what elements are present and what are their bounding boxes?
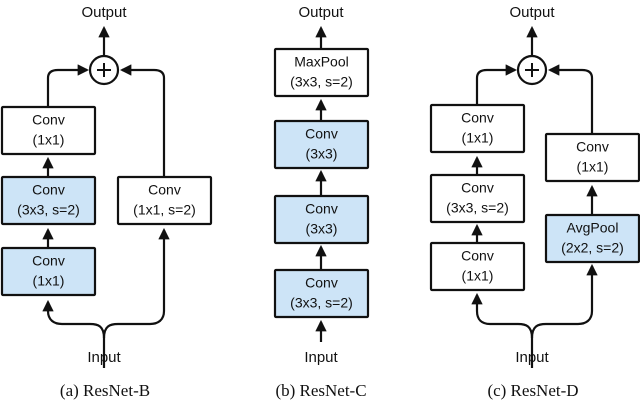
block-c-conv-1x1-top-rect[interactable] [429,103,526,154]
panel-a-input-label: Input [87,349,121,366]
block-b-conv-3x3-s2[interactable]: Conv (3x3, s=2) [273,268,370,319]
panel-b-output-label: Output [298,4,344,21]
block-c-shortcut-avgpool-2x2-s2[interactable]: AvgPool (2x2, s=2) [544,213,640,264]
block-c-conv-1x1-bottom-rect[interactable] [429,241,526,292]
block-a-conv-1x1-top-rect[interactable] [0,105,97,156]
block-a-shortcut-conv-1x1-s2-line2: (1x1, s=2) [133,202,196,218]
panel-c-resnet-d: Conv (1x1) Conv (3x3, s=2) Conv (1x1) Co… [429,4,640,400]
block-c-shortcut-avgpool-2x2-s2-line2: (2x2, s=2) [561,240,624,256]
block-a-conv-3x3-s2[interactable]: Conv (3x3, s=2) [0,175,97,226]
block-c-shortcut-conv-1x1-line2: (1x1) [577,159,609,175]
block-a-shortcut-conv-1x1-s2-line1: Conv [148,182,181,198]
block-b-conv-3x3-top-line1: Conv [305,126,338,142]
block-b-maxpool-3x3-s2-line2: (3x3, s=2) [290,74,353,90]
block-b-conv-3x3-middle-line1: Conv [305,201,338,217]
panel-c-output-label: Output [509,4,555,21]
panel-a-output-label: Output [81,4,127,21]
panel-a-resnet-b: Conv (1x1) Conv (3x3, s=2) Conv (1x1) Co… [0,4,213,400]
block-b-conv-3x3-top[interactable]: Conv (3x3) [273,119,370,170]
panel-a-caption: (a) ResNet-B [60,381,150,400]
block-b-conv-3x3-top-line2: (3x3) [306,146,338,162]
block-a-conv-1x1-bottom-line2: (1x1) [33,273,65,289]
edge-a-shortcut-to-sum [119,64,166,177]
block-b-maxpool-3x3-s2-line1: MaxPool [294,54,348,70]
block-c-shortcut-conv-1x1-rect[interactable] [544,132,640,183]
block-a-conv-1x1-bottom[interactable]: Conv (1x1) [0,246,97,297]
block-b-conv-3x3-middle-rect[interactable] [273,194,370,245]
sum-node-c [516,54,548,86]
block-b-conv-3x3-top-rect[interactable] [273,119,370,170]
block-b-conv-3x3-middle[interactable]: Conv (3x3) [273,194,370,245]
block-c-shortcut-avgpool-2x2-s2-line1: AvgPool [567,220,619,236]
panel-b-resnet-c: MaxPool (3x3, s=2) Conv (3x3) Conv (3x3)… [273,4,370,400]
panel-b-caption: (b) ResNet-C [275,381,366,400]
edge-c-main-to-sum [475,64,518,105]
block-c-conv-1x1-top-line1: Conv [461,110,494,126]
sum-node-a [88,54,120,86]
edge-a-input-to-main [42,299,106,339]
block-a-conv-3x3-s2-line1: Conv [32,182,65,198]
block-c-conv-1x1-bottom-line2: (1x1) [462,268,494,284]
block-c-conv-1x1-bottom-line1: Conv [461,248,494,264]
panel-c-caption: (c) ResNet-D [487,381,578,400]
block-a-conv-1x1-top-line1: Conv [32,112,65,128]
block-a-conv-1x1-top[interactable]: Conv (1x1) [0,105,97,156]
block-b-conv-3x3-s2-rect[interactable] [273,268,370,319]
edge-c-input-to-main [471,292,534,339]
edge-c-shortcut-to-sum [547,64,594,134]
block-b-conv-3x3-s2-line2: (3x3, s=2) [290,295,353,311]
block-c-shortcut-conv-1x1[interactable]: Conv (1x1) [544,132,640,183]
block-a-conv-1x1-bottom-line1: Conv [32,253,65,269]
block-b-maxpool-3x3-s2-rect[interactable] [273,47,370,98]
block-b-conv-3x3-middle-line2: (3x3) [306,221,338,237]
block-c-shortcut-avgpool-2x2-s2-rect[interactable] [544,213,640,264]
edge-a-main-to-sum [46,64,90,107]
block-a-shortcut-conv-1x1-s2[interactable]: Conv (1x1, s=2) [116,175,213,226]
block-c-conv-3x3-s2-rect[interactable] [429,173,526,224]
block-c-shortcut-conv-1x1-line1: Conv [576,139,609,155]
block-a-conv-1x1-bottom-rect[interactable] [0,246,97,297]
panel-c-input-label: Input [515,349,549,366]
panel-b-input-label: Input [304,349,338,366]
block-a-conv-3x3-s2-rect[interactable] [0,175,97,226]
block-a-conv-3x3-s2-line2: (3x3, s=2) [17,202,80,218]
block-c-conv-3x3-s2-line2: (3x3, s=2) [446,200,509,216]
block-c-conv-1x1-top[interactable]: Conv (1x1) [429,103,526,154]
block-b-conv-3x3-s2-line1: Conv [305,275,338,291]
block-c-conv-1x1-top-line2: (1x1) [462,130,494,146]
block-c-conv-3x3-s2-line1: Conv [461,180,494,196]
block-c-conv-3x3-s2[interactable]: Conv (3x3, s=2) [429,173,526,224]
block-a-shortcut-conv-1x1-s2-rect[interactable] [116,175,213,226]
block-c-conv-1x1-bottom[interactable]: Conv (1x1) [429,241,526,292]
block-a-conv-1x1-top-line2: (1x1) [33,132,65,148]
edge-c-input-to-shortcut [530,263,598,339]
block-b-maxpool-3x3-s2[interactable]: MaxPool (3x3, s=2) [273,47,370,98]
edge-a-input-to-shortcut [102,227,170,339]
